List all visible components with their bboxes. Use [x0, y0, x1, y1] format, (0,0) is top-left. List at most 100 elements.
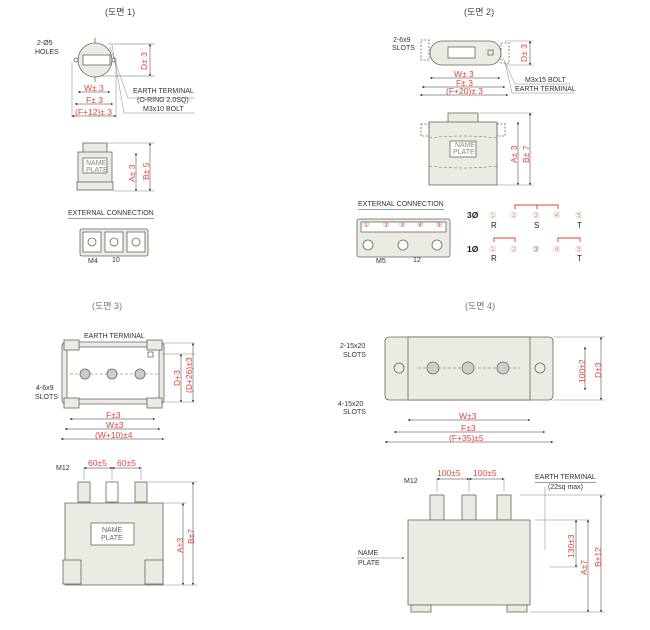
m12-label: M12 [404, 478, 418, 485]
fig1-top-view [71, 38, 195, 118]
3ph-r: R [491, 221, 497, 230]
dim-f12: (F+12)± 3 [75, 107, 113, 117]
dim-b: B± 5 [141, 162, 151, 180]
dim-b: B±7 [186, 528, 196, 544]
dim-f: F±3 [461, 423, 476, 433]
fig3-top-view [60, 339, 195, 441]
1ph-terminal-4: ④ [553, 244, 561, 254]
dim-w10: (W+10)±4 [95, 430, 133, 440]
holes-label-2: HOLES [35, 49, 59, 56]
dim-d: D± 3 [139, 52, 149, 70]
fig4-top-view [384, 336, 605, 444]
1ph-t: T [577, 254, 582, 263]
fig2-top-view [419, 39, 575, 97]
earth-terminal-label: EARTH TERMINAL [84, 333, 145, 340]
dim-b: B± 7 [521, 145, 531, 163]
earth-terminal-label: EARTH TERMINAL [515, 86, 576, 93]
dim-d: D± 3 [519, 44, 529, 62]
3ph-s: S [534, 221, 540, 230]
name-plate-label-2: PLATE [86, 167, 108, 174]
3ph-terminal-3: ③ [532, 210, 540, 220]
external-connection-label: EXTERNAL CONNECTION [68, 210, 154, 219]
dim-f20: (F+20)± 3 [446, 86, 484, 96]
dim-130: 130±3 [566, 534, 576, 558]
slots-label: 4-6x9 [36, 385, 54, 392]
dim-d26: (D+26)±3 [184, 357, 194, 393]
1ph-terminal-2: ② [510, 244, 518, 254]
three-phase-label: 3Ø [467, 210, 479, 220]
name-plate-label: NAME [358, 550, 379, 557]
dim-w: W± 3 [454, 69, 474, 79]
m12-label: M12 [56, 465, 70, 472]
bolt-label: M3x15 BOLT [525, 77, 566, 84]
1ph-r: R [491, 254, 497, 263]
fig3-side-view [62, 466, 197, 586]
dim-w: W±3 [459, 411, 477, 421]
dim-w: W± 3 [84, 83, 104, 93]
name-plate-label: NAME [102, 527, 123, 534]
slots-a-label: 2-15x20 [340, 343, 366, 350]
pitch-1: 60±5 [88, 458, 107, 468]
earth-terminal-label: EARTH TERMINAL [133, 88, 194, 95]
pitch-1: 100±5 [437, 468, 461, 478]
slots-label-2: SLOTS [35, 394, 58, 401]
block-terminal-3: ③ [399, 222, 406, 229]
slots-b-label-2: SLOTS [343, 409, 366, 416]
earth-terminal-spec: (22sq max) [548, 484, 584, 491]
3ph-t: T [577, 221, 582, 230]
holes-label: 2-Ø5 [37, 40, 53, 47]
fig3-title: (도면 3) [92, 301, 123, 311]
fig2-title: (도면 2) [464, 7, 495, 17]
single-phase-label: 1Ø [467, 244, 479, 254]
bolt-label: M3x10 BOLT [143, 106, 184, 113]
dim-f35: (F+35)±5 [449, 433, 484, 443]
3ph-terminal-5: ⑤ [575, 210, 583, 220]
slots-b-label: 4-15x20 [338, 401, 364, 408]
fig1-terminal-block [79, 228, 149, 257]
block-terminal-2: ② [383, 222, 390, 229]
dim-f: F±3 [106, 410, 121, 420]
fig1-title: (도면 1) [105, 7, 136, 17]
dim-f: F± 3 [86, 95, 103, 105]
3ph-terminal-4: ④ [553, 210, 561, 220]
name-plate-label-2: PLATE [358, 560, 380, 567]
external-connection-label: EXTERNAL CONNECTION [358, 201, 444, 210]
fig4-title: (도면 4) [465, 301, 496, 311]
earth-terminal-label: EARTH TERMINAL [535, 474, 596, 483]
1ph-terminal-3: ③ [532, 244, 540, 254]
3ph-terminal-1: ① [489, 210, 497, 220]
slots-a-label-2: SLOTS [343, 352, 366, 359]
fig4-side-view [356, 477, 605, 613]
block-terminal-4: ④ [417, 222, 424, 229]
dim-d: D+3 [172, 370, 182, 386]
dim-w: W±3 [106, 420, 124, 430]
block-terminal-5: ⑤ [436, 222, 443, 229]
name-plate-label: NAME [455, 142, 476, 149]
pitch-label: 10 [112, 257, 120, 264]
pitch-2: 60±5 [117, 458, 136, 468]
dim-a: A± 3 [127, 164, 137, 182]
1ph-terminal-1: ① [489, 244, 497, 254]
pitch-2: 100±5 [473, 468, 497, 478]
dim-a: A±7 [579, 559, 589, 575]
block-terminal-1: ① [363, 222, 370, 229]
name-plate-label: NAME [86, 160, 107, 167]
3ph-terminal-2: ② [510, 210, 518, 220]
fig2-side-view [420, 112, 533, 186]
dim-f: F± 3 [456, 78, 473, 88]
dim-100: 100±2 [577, 359, 587, 383]
name-plate-label-2: PLATE [453, 149, 475, 156]
dim-b: B±12 [593, 547, 603, 567]
pitch-label: 12 [413, 257, 421, 264]
slots-label-2: SLOTS [392, 45, 415, 52]
slots-label: 2-6x9 [393, 37, 411, 44]
fig1-side-view [76, 142, 155, 192]
name-plate-label-2: PLATE [101, 535, 123, 542]
m5-label: M5 [376, 258, 386, 265]
dim-a: A±3 [175, 537, 185, 553]
fig2-terminal-block [356, 218, 451, 258]
oring-label: (O-RING 2.0SQ) [137, 97, 189, 104]
dim-d: D±3 [593, 362, 603, 378]
